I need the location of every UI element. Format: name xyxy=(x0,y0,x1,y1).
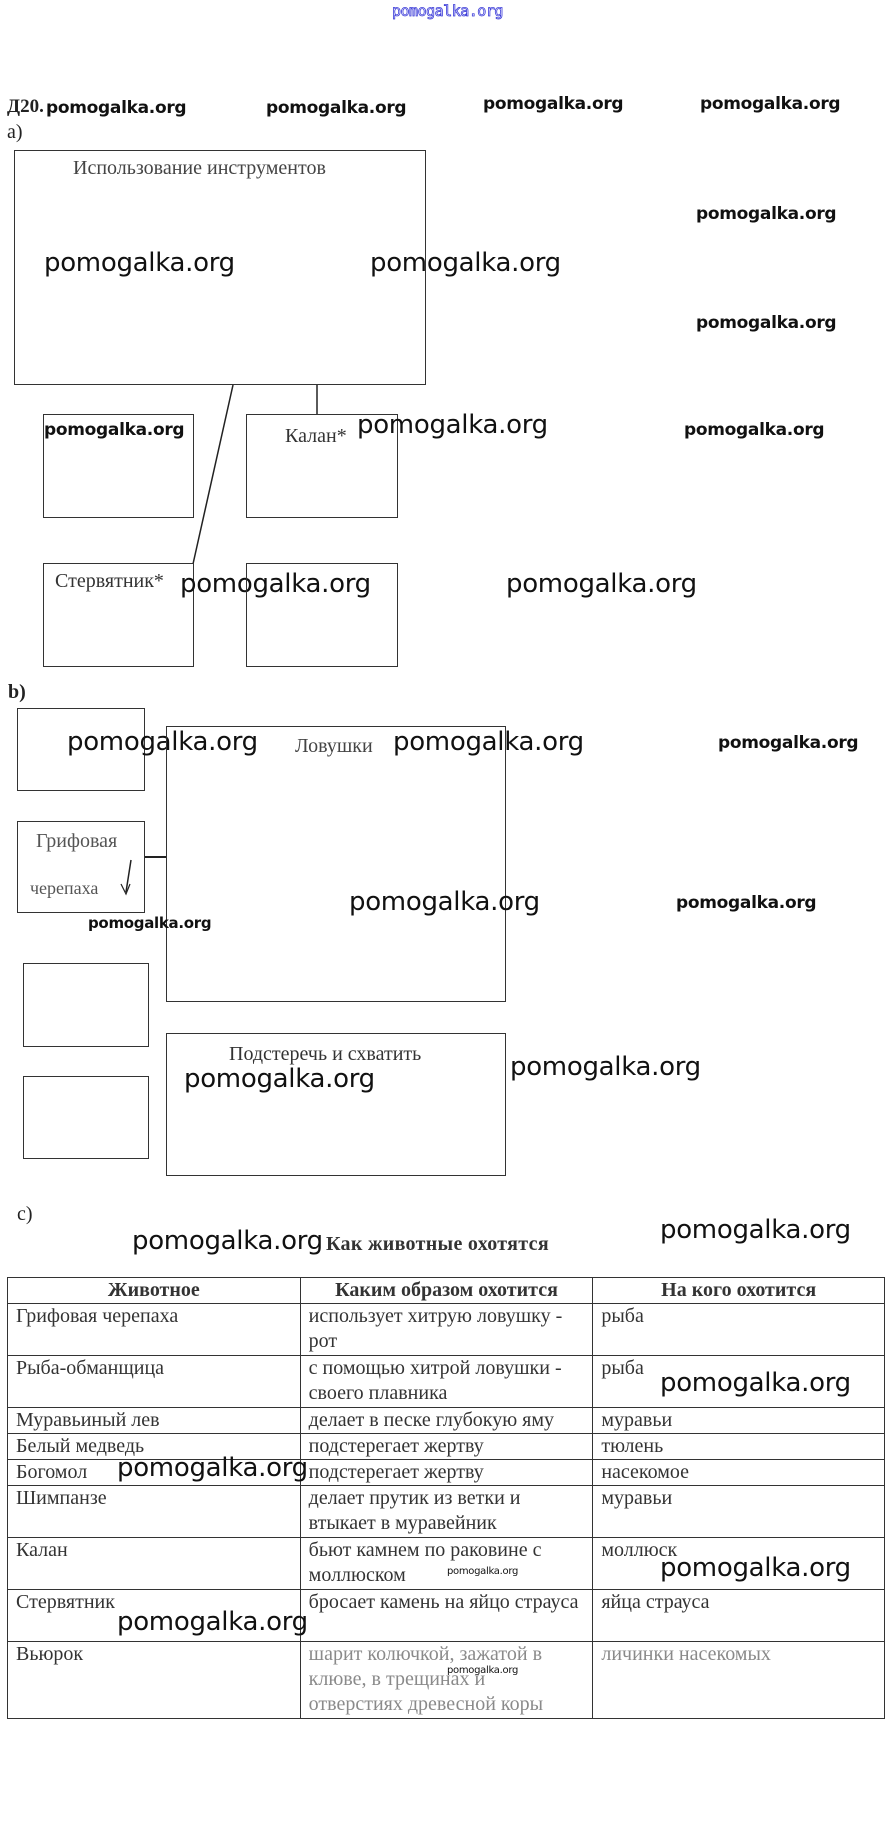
table-row: Шимпанзе делает прутик из ветки и втыкае… xyxy=(7,1485,885,1538)
cell-method: делает прутик из ветки и втыкает в мурав… xyxy=(299,1485,594,1538)
table-row: Муравьиный лев делает в песке глубокую я… xyxy=(7,1407,885,1434)
column-header-method: Каким образом охотится xyxy=(299,1277,594,1304)
watermark: pomogalka.org xyxy=(67,727,258,757)
cell-method: бьют камнем по раковине с моллюском xyxy=(299,1537,594,1590)
cell-method: бросает камень на яйцо страуса xyxy=(299,1589,594,1642)
table-row: Вьюрок шарит колючкой, зажатой в клюве, … xyxy=(7,1641,885,1719)
watermark: pomogalka.org xyxy=(676,893,817,913)
connector-lines-a xyxy=(192,384,318,565)
box-snapping-turtle: Грифовая черепаха xyxy=(17,821,145,913)
watermark: pomogalka.org xyxy=(510,1052,701,1082)
cell-prey: муравьи xyxy=(592,1407,885,1434)
empty-box xyxy=(246,563,398,667)
watermark: pomogalka.org xyxy=(660,1215,851,1245)
cell-method: использует хитрую ловушку - рот xyxy=(299,1303,594,1356)
watermark: pomogalka.org xyxy=(266,98,407,118)
table-row: Грифовая черепаха использует хитрую лову… xyxy=(7,1303,885,1356)
box-turtle-label-2: черепаха xyxy=(30,878,99,898)
column-header-animal: Животное xyxy=(7,1277,301,1304)
watermark: pomogalka.org xyxy=(696,313,837,333)
table-header-row: Животное Каким образом охотится На кого … xyxy=(7,1277,885,1304)
connector-lines-b xyxy=(120,856,166,896)
site-link[interactable]: pomogalka.org xyxy=(392,2,504,21)
exercise-number: Д20. xyxy=(7,96,44,117)
arrow-head-icon xyxy=(120,883,131,896)
cell-prey: муравьи xyxy=(592,1485,885,1538)
cell-method: подстерегает жертву xyxy=(299,1433,594,1460)
root-box-tool-use: Использование инструментов xyxy=(14,150,426,385)
watermark: pomogalka.org xyxy=(684,420,825,440)
watermark: pomogalka.org xyxy=(44,248,235,278)
empty-box xyxy=(23,963,149,1047)
cell-animal: Рыба-обманщица xyxy=(7,1355,301,1408)
cell-method: делает в песке глубокую яму xyxy=(299,1407,594,1434)
table-row: Стервятник бросает камень на яйцо страус… xyxy=(7,1589,885,1642)
arrow-line xyxy=(125,859,132,893)
empty-box xyxy=(43,414,194,518)
table-title: Как животные охотятся xyxy=(326,1233,549,1255)
cell-animal: Калан xyxy=(7,1537,301,1590)
empty-box xyxy=(23,1076,149,1159)
watermark: pomogalka.org xyxy=(88,914,212,932)
watermark: pomogalka.org xyxy=(696,204,837,224)
box-ambush-label: Подстеречь и схватить xyxy=(229,1043,422,1065)
cell-animal: Шимпанзе xyxy=(7,1485,301,1538)
watermark: pomogalka.org xyxy=(349,887,540,917)
cell-prey: рыба xyxy=(592,1355,885,1408)
watermark: pomogalka.org xyxy=(660,1553,851,1583)
box-turtle-label-1: Грифовая xyxy=(36,830,118,852)
watermark: pomogalka.org xyxy=(184,1064,375,1094)
cell-animal: Богомол xyxy=(7,1459,301,1486)
cell-animal: Вьюрок xyxy=(7,1641,301,1719)
section-c-label: c) xyxy=(17,1203,33,1225)
cell-animal: Стервятник xyxy=(7,1589,301,1642)
watermark: pomogalka.org xyxy=(370,248,561,278)
watermark: pomogalka.org xyxy=(483,94,624,114)
watermark: pomogalka.org xyxy=(180,569,371,599)
cell-prey: тюлень xyxy=(592,1433,885,1460)
watermark: pomogalka.org xyxy=(44,420,185,440)
watermark: pomogalka.org xyxy=(447,1665,519,1676)
root-box-label: Использование инструментов xyxy=(73,157,326,179)
box-stervyatnik: Стервятник* xyxy=(43,563,194,667)
cell-prey: насекомое xyxy=(592,1459,885,1486)
watermark: pomogalka.org xyxy=(506,569,697,599)
box-kalan: Калан* xyxy=(246,414,398,518)
empty-box xyxy=(17,708,145,791)
cell-prey: личинки насекомых xyxy=(592,1641,885,1719)
table-row: Богомол подстерегает жертву насекомое xyxy=(7,1459,885,1486)
watermark: pomogalka.org xyxy=(117,1453,308,1483)
cell-animal: Муравьиный лев xyxy=(7,1407,301,1434)
box-traps: Ловушки xyxy=(166,726,506,1002)
watermark: pomogalka.org xyxy=(700,94,841,114)
cell-prey: яйца страуса xyxy=(592,1589,885,1642)
connector-line xyxy=(192,384,234,565)
watermark: pomogalka.org xyxy=(393,727,584,757)
cell-method: с помощью хитрой ловушки - своего плавни… xyxy=(299,1355,594,1408)
column-header-prey: На кого охотится xyxy=(592,1277,885,1304)
section-a-label: a) xyxy=(7,121,23,143)
cell-method: подстерегает жертву xyxy=(299,1459,594,1486)
box-stervyatnik-label: Стервятник* xyxy=(55,570,164,592)
box-kalan-label: Калан* xyxy=(285,425,347,447)
watermark: pomogalka.org xyxy=(660,1368,851,1398)
watermark: pomogalka.org xyxy=(357,410,548,440)
watermark: pomogalka.org xyxy=(117,1607,308,1637)
watermark: pomogalka.org xyxy=(718,733,859,753)
section-b-label: b) xyxy=(8,681,26,703)
hunting-table: Животное Каким образом охотится На кого … xyxy=(7,1277,885,1719)
watermark: pomogalka.org xyxy=(447,1566,519,1577)
cell-animal: Грифовая черепаха xyxy=(7,1303,301,1356)
table-row: Рыба-обманщица с помощью хитрой ловушки … xyxy=(7,1355,885,1408)
cell-method: шарит колючкой, зажатой в клюве, в трещи… xyxy=(299,1641,594,1719)
box-ambush: Подстеречь и схватить xyxy=(166,1033,506,1176)
box-traps-label: Ловушки xyxy=(295,735,373,757)
watermark: pomogalka.org xyxy=(132,1226,323,1256)
watermark: pomogalka.org xyxy=(46,98,187,118)
cell-prey: рыба xyxy=(592,1303,885,1356)
